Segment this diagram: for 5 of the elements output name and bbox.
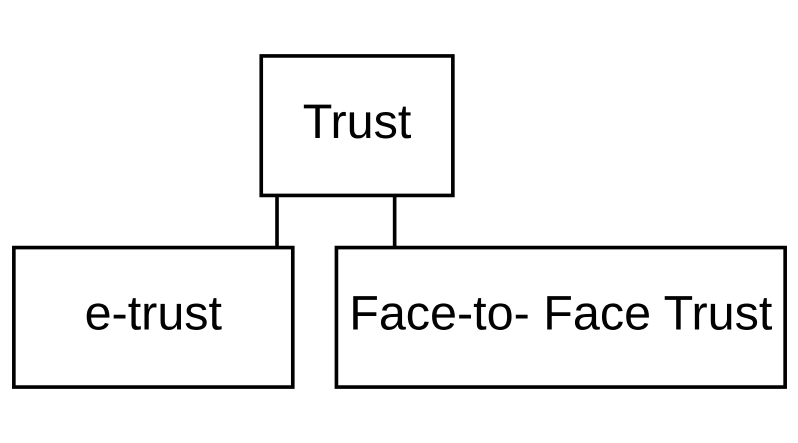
node-box: Trust: [258, 54, 454, 198]
node-box: e-trust: [12, 246, 294, 389]
connector: [274, 196, 278, 248]
connector: [392, 196, 396, 248]
node-box: Face-to- Face Trust: [334, 246, 786, 389]
